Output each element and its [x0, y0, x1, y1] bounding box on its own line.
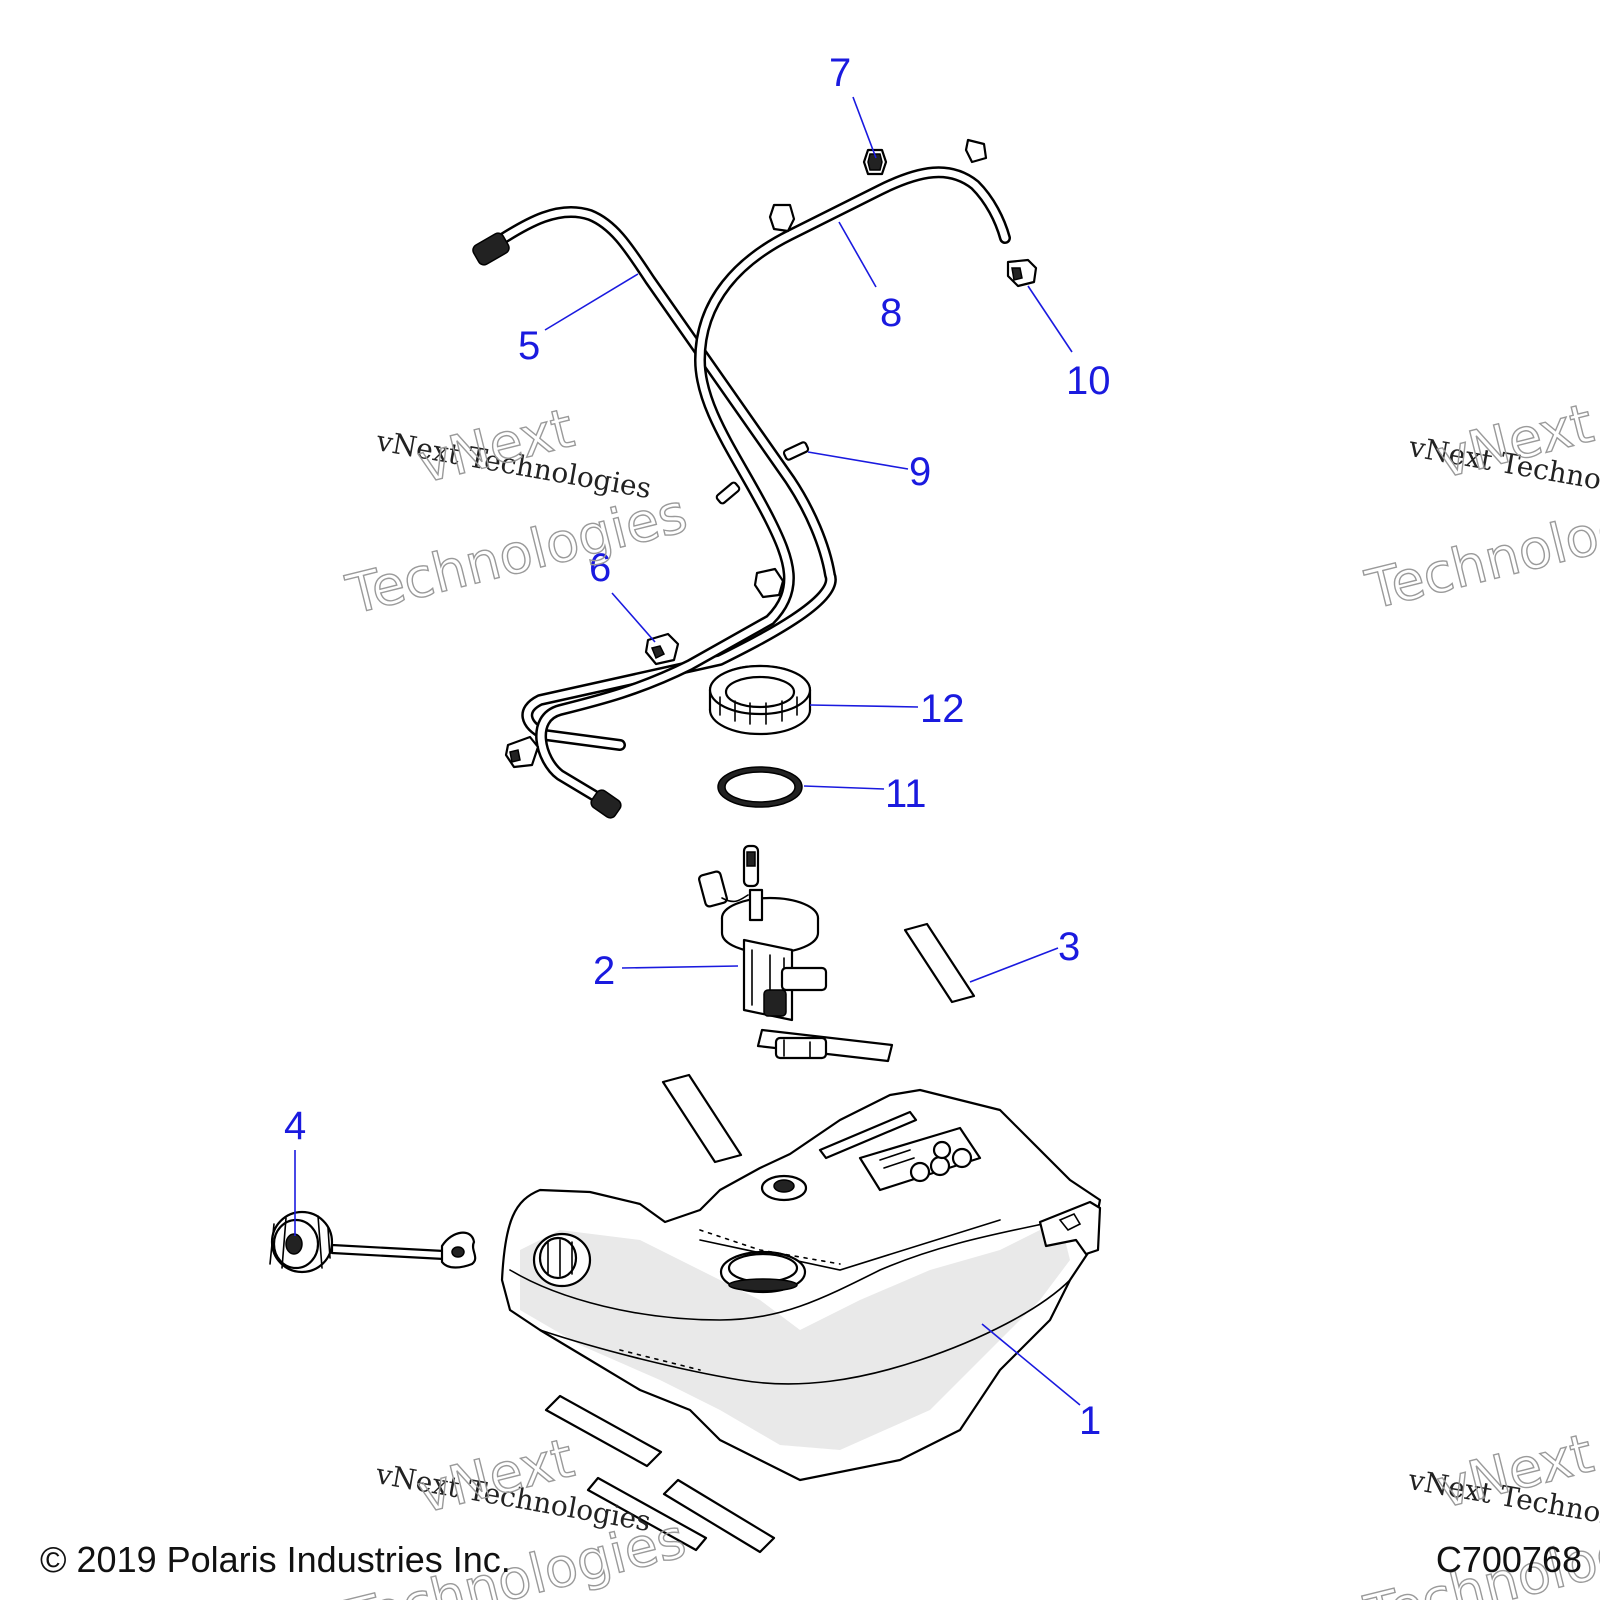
- hose-clamp-9b: [715, 481, 741, 505]
- hose-clamp-9a: [782, 441, 810, 461]
- pad-lower-mid: [586, 1476, 708, 1552]
- pad-lower-left: [544, 1394, 663, 1468]
- callout-3: 3: [1058, 925, 1080, 969]
- drawing-code: C700768: [1436, 1539, 1582, 1580]
- callout-5: 5: [518, 324, 540, 368]
- callout-numbers: 1 2 3 4 5 6 7 8 9 10 11 12: [284, 51, 1111, 1443]
- callout-8: 8: [880, 291, 902, 335]
- leader-1: [981, 1323, 1081, 1406]
- fuel-cap-4: [269, 1210, 477, 1274]
- clip-10: [1006, 258, 1038, 288]
- clip-upper-left: [768, 203, 796, 233]
- leader-7: [852, 96, 877, 159]
- callout-2: 2: [593, 949, 615, 993]
- fuel-line-8: [535, 166, 1011, 811]
- fuel-tank-1: [500, 1088, 1102, 1482]
- watermark-upper-right-outline: vNext Technologies: [1359, 391, 1600, 623]
- clip-7: [862, 148, 888, 176]
- watermark-upper-left-outline: vNext Technologies: [339, 396, 693, 628]
- leader-9: [807, 451, 909, 470]
- hose-fitting-left: [472, 232, 510, 266]
- callout-9: 9: [909, 450, 931, 494]
- clip-top-right: [964, 138, 988, 164]
- hose-fitting-bottom: [590, 789, 622, 819]
- pad-lower-right: [662, 1478, 776, 1554]
- callout-12: 12: [920, 687, 965, 731]
- leader-5: [544, 273, 639, 331]
- clip-6: [644, 632, 680, 666]
- leader-10: [1027, 285, 1073, 353]
- callout-7: 7: [829, 51, 851, 95]
- copyright-text: © 2019 Polaris Industries Inc.: [40, 1539, 511, 1580]
- watermark-outline-2: Technologies: [340, 481, 693, 626]
- pad-upper-tank: [661, 1073, 743, 1164]
- callout-4: 4: [284, 1104, 306, 1148]
- gasket-11: [717, 766, 803, 808]
- leader-12: [809, 704, 919, 708]
- leader-2: [621, 965, 739, 969]
- fuel-line-5: [484, 205, 837, 751]
- clip-bottom-left: [504, 735, 540, 769]
- callout-11: 11: [885, 772, 927, 816]
- callout-1: 1: [1079, 1399, 1101, 1443]
- leader-8: [838, 221, 877, 288]
- leader-lines: [294, 96, 1081, 1406]
- watermark-outline-2: Technologies: [1360, 477, 1600, 622]
- leader-6: [611, 592, 656, 643]
- fuel-pump-2: [698, 844, 894, 1063]
- callout-6: 6: [589, 546, 611, 590]
- pad-3: [903, 922, 976, 1004]
- clip-mid: [753, 567, 785, 599]
- leader-3: [969, 947, 1059, 983]
- callout-10: 10: [1066, 359, 1111, 403]
- leader-11: [803, 785, 885, 790]
- lock-ring-12: [708, 664, 812, 736]
